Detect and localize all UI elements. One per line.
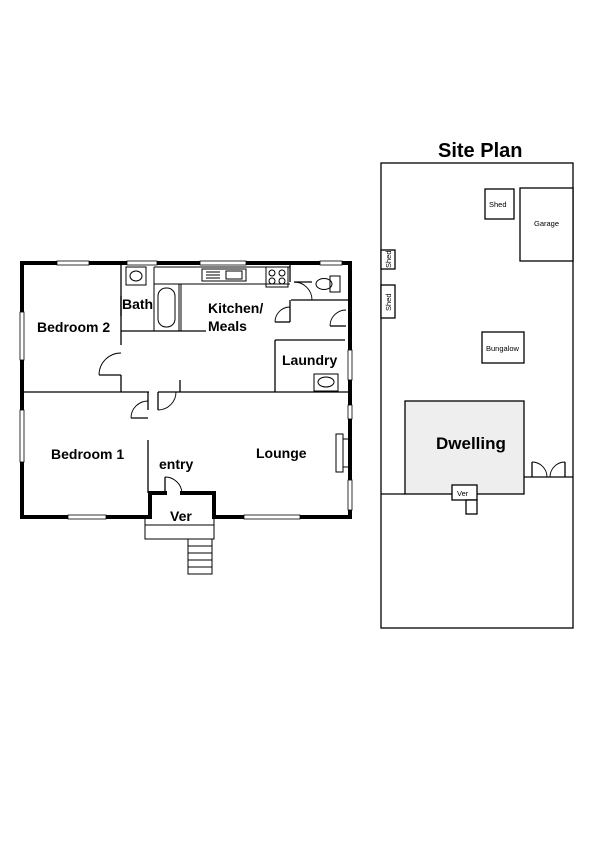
fixtures (125, 266, 350, 473)
site-plan: Site Plan Shed Garage Shed Shed Bungalow… (380, 140, 574, 629)
window (19, 311, 25, 361)
dwelling-label: Dwelling (436, 434, 506, 453)
bungalow (481, 331, 525, 364)
window (19, 409, 25, 463)
cooktop-icon (265, 266, 289, 288)
shed-top-label: Shed (489, 200, 507, 209)
room-label-bath: Bath (122, 296, 153, 312)
window (56, 260, 90, 266)
window (347, 349, 353, 381)
garage-label: Garage (534, 219, 559, 228)
bathtub-icon (153, 283, 180, 332)
windows (19, 260, 353, 520)
window (347, 404, 353, 420)
verandah (144, 517, 215, 575)
garage (519, 187, 574, 262)
dwelling-verandah-label: Ver (457, 489, 469, 498)
room-label-laundry: Laundry (282, 352, 337, 368)
window (199, 260, 247, 266)
dwelling (404, 400, 525, 495)
room-label-lounge: Lounge (256, 445, 307, 461)
window (319, 260, 343, 266)
site-boundary (380, 162, 574, 629)
trough-icon (313, 373, 339, 392)
gate-icon (531, 461, 566, 478)
room-labels: Bedroom 2 Bath Kitchen/ Meals Laundry Be… (37, 296, 337, 524)
dwelling-verandah (451, 484, 478, 501)
room-label-kitchen-line1: Kitchen/ (208, 300, 263, 316)
doors (98, 281, 347, 494)
shed-side-1-label: Shed (384, 250, 393, 268)
room-label-bedroom-2: Bedroom 2 (37, 319, 110, 335)
exterior-walls (20, 261, 352, 519)
window (67, 514, 107, 520)
shed-side-1 (380, 249, 396, 270)
window (347, 479, 353, 511)
window (126, 260, 158, 266)
room-label-entry: entry (159, 456, 193, 472)
shed-top (484, 188, 515, 220)
shed-side-2 (380, 284, 396, 319)
site-plan-title: Site Plan (438, 140, 522, 162)
fireplace-icon (335, 433, 350, 473)
room-label-kitchen-line2: Meals (208, 318, 247, 334)
room-label-ver: Ver (170, 508, 192, 524)
sink-icon (201, 268, 247, 282)
toilet-icon (315, 275, 341, 293)
basin-icon (125, 266, 147, 286)
room-label-bedroom-1: Bedroom 1 (51, 446, 124, 462)
bungalow-label: Bungalow (486, 344, 520, 353)
window (243, 514, 301, 520)
shed-side-2-label: Shed (384, 293, 393, 311)
floor-plan: Bedroom 2 Bath Kitchen/ Meals Laundry Be… (19, 260, 353, 575)
